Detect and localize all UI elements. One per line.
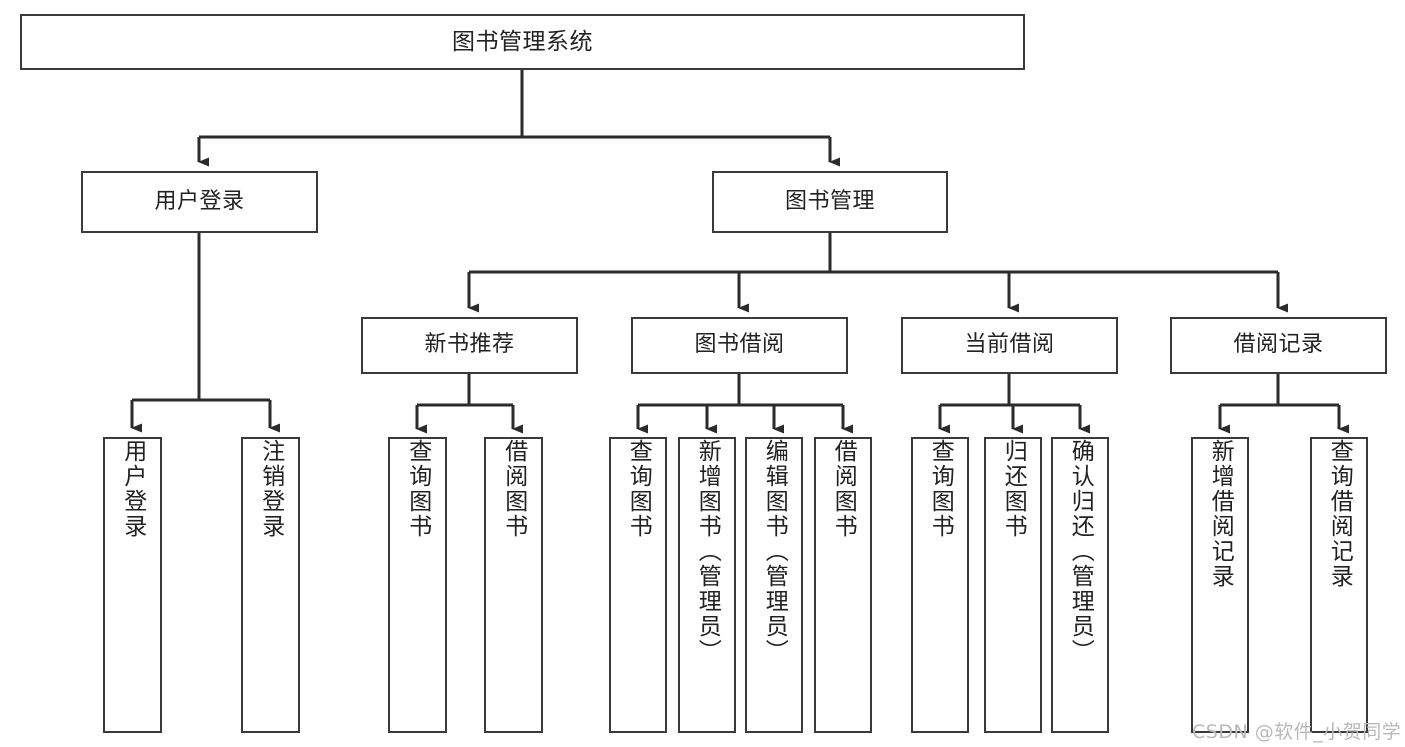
node-root-system[interactable]: 图书管理系统 xyxy=(20,14,1025,70)
node-label: 查询图书 xyxy=(404,439,431,539)
node-label: 借阅图书 xyxy=(500,439,527,539)
node-leaf-borrow-book[interactable]: 借阅图书 xyxy=(814,437,872,733)
node-leaf-query-book-current[interactable]: 查询图书 xyxy=(911,437,969,733)
node-leaf-query-borrow-record[interactable]: 查询借阅记录 xyxy=(1310,437,1368,733)
node-leaf-edit-book-admin[interactable]: 编辑图书（管理员） xyxy=(745,437,803,733)
node-label: 查询借阅记录 xyxy=(1326,439,1353,589)
node-label: 归还图书 xyxy=(1000,439,1027,539)
node-leaf-borrow-book-recommend[interactable]: 借阅图书 xyxy=(484,437,543,733)
node-leaf-add-book-admin[interactable]: 新增图书（管理员） xyxy=(678,437,736,733)
node-label: 用户登录 xyxy=(154,188,245,214)
watermark-credit: CSDN @软件_小贺同学 xyxy=(1192,721,1402,743)
node-label: 新书推荐 xyxy=(424,332,515,358)
node-current-borrow[interactable]: 当前借阅 xyxy=(901,317,1118,374)
node-leaf-add-borrow-record[interactable]: 新增借阅记录 xyxy=(1191,437,1249,733)
node-label: 查询图书 xyxy=(625,439,652,539)
node-leaf-confirm-return-admin[interactable]: 确认归还（管理员） xyxy=(1051,437,1109,733)
node-label: 查询图书 xyxy=(927,439,954,539)
node-book-borrow[interactable]: 图书借阅 xyxy=(631,317,848,374)
node-label: 当前借阅 xyxy=(964,332,1055,358)
node-label: 确认归还（管理员） xyxy=(1067,439,1094,664)
node-label: 图书管理系统 xyxy=(452,28,593,55)
node-label: 借阅图书 xyxy=(830,439,857,539)
node-new-book-recommend[interactable]: 新书推荐 xyxy=(361,317,578,374)
node-label: 新增借阅记录 xyxy=(1207,439,1234,589)
node-borrow-record[interactable]: 借阅记录 xyxy=(1170,317,1387,374)
node-label: 编辑图书（管理员） xyxy=(761,439,788,664)
node-book-management[interactable]: 图书管理 xyxy=(712,171,948,233)
node-leaf-query-book-borrow[interactable]: 查询图书 xyxy=(609,437,667,733)
node-leaf-user-login[interactable]: 用户登录 xyxy=(103,437,162,733)
node-label: 借阅记录 xyxy=(1233,332,1324,358)
node-leaf-query-book-recommend[interactable]: 查询图书 xyxy=(388,437,447,733)
node-leaf-return-book[interactable]: 归还图书 xyxy=(984,437,1042,733)
node-label: 新增图书（管理员） xyxy=(694,439,721,664)
node-label: 注销登录 xyxy=(257,439,284,539)
node-label: 图书管理 xyxy=(784,188,875,214)
node-label: 图书借阅 xyxy=(694,332,785,358)
node-label: 用户登录 xyxy=(119,439,146,539)
node-user-login[interactable]: 用户登录 xyxy=(81,171,318,233)
node-leaf-user-logout[interactable]: 注销登录 xyxy=(241,437,300,733)
